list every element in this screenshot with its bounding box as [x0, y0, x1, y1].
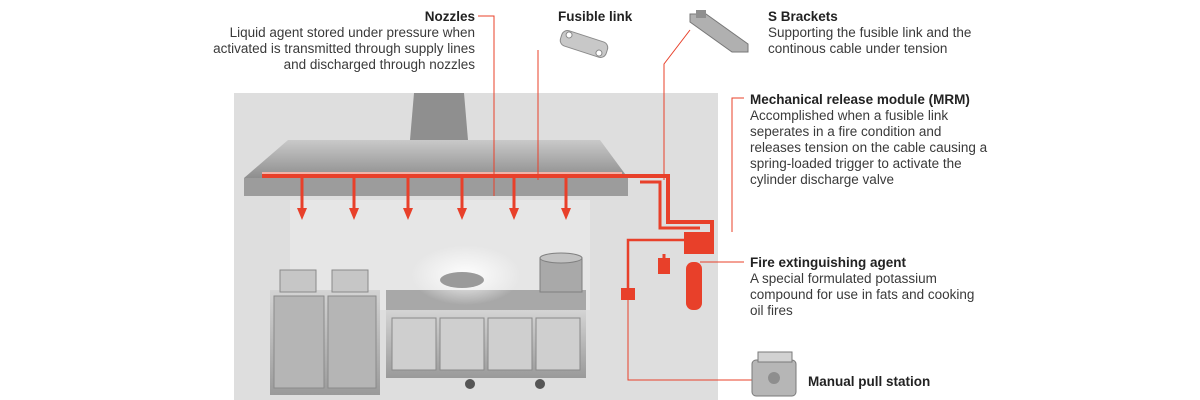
nozzles-callout: Nozzles Liquid agent stored under pressu…	[200, 9, 475, 73]
agent-description: A special formulated potassium compound …	[750, 271, 975, 318]
nozzles-title: Nozzles	[424, 9, 475, 24]
pull-box-small	[621, 288, 635, 300]
s-brackets-title: S Brackets	[768, 9, 838, 24]
pull-station-title: Manual pull station	[808, 374, 931, 389]
release-cable	[626, 238, 684, 290]
wok	[440, 272, 484, 288]
exhaust-duct	[410, 93, 468, 140]
supply-pipe	[262, 174, 714, 238]
pull-station-callout: Manual pull station	[808, 374, 930, 390]
mrm-module	[684, 232, 714, 254]
fusible-link-title: Fusible link	[558, 9, 633, 24]
nozzle-group	[297, 176, 571, 220]
fusible-link-icon	[559, 30, 609, 58]
mrm-description: Accomplished when a fusible link seperat…	[750, 108, 988, 187]
fusible-link-callout: Fusible link	[558, 9, 632, 25]
mrm-callout: Mechanical release module (MRM) Accompli…	[750, 92, 990, 188]
valve-box	[658, 258, 670, 274]
s-brackets-callout: S Brackets Supporting the fusible link a…	[768, 9, 998, 57]
nozzle-icon	[297, 176, 307, 220]
return-pipe	[640, 180, 700, 230]
nozzles-description: Liquid agent stored under pressure when …	[213, 25, 475, 72]
extinguisher-cylinder	[686, 262, 702, 310]
agent-title: Fire extinguishing agent	[750, 255, 907, 270]
s-bracket-icon	[689, 10, 749, 53]
nozzle-icon	[561, 176, 571, 220]
leader-lines	[478, 15, 752, 381]
nozzle-icon	[457, 176, 467, 220]
pull-station-icon	[751, 351, 797, 397]
nozzle-icon	[349, 176, 359, 220]
nozzle-icon	[509, 176, 519, 220]
exhaust-hood	[244, 140, 628, 178]
mrm-title: Mechanical release module (MRM)	[750, 92, 970, 107]
stock-pot	[539, 252, 583, 293]
nozzle-icon	[403, 176, 413, 220]
hood-front-panel	[244, 178, 628, 196]
s-brackets-description: Supporting the fusible link and the cont…	[768, 25, 972, 56]
fryer	[270, 269, 380, 395]
cooking-range	[386, 290, 586, 389]
agent-callout: Fire extinguishing agent A special formu…	[750, 255, 980, 319]
